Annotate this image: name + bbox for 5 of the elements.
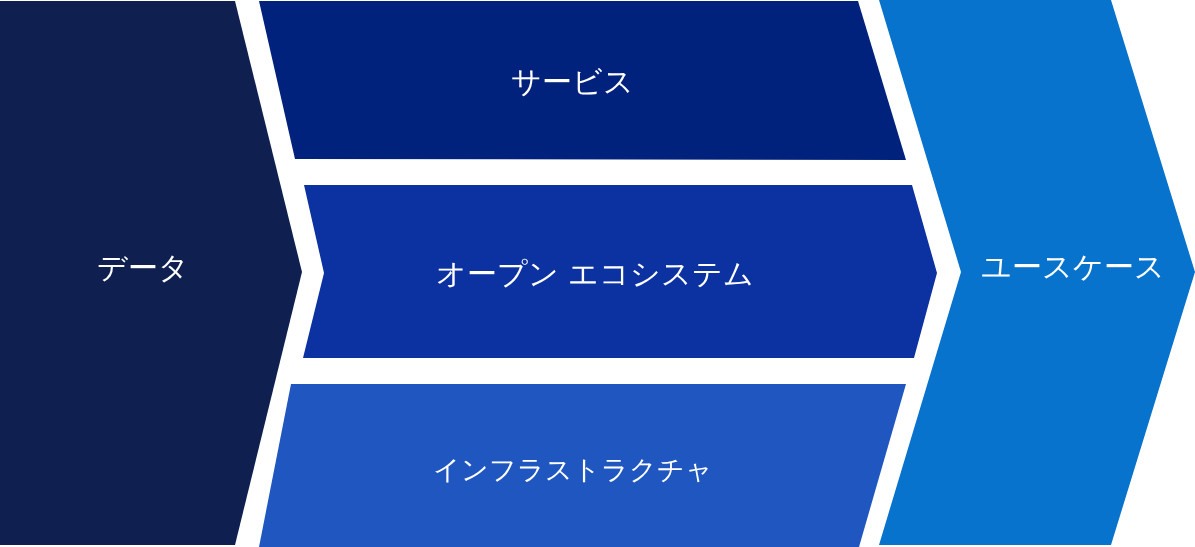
band-label: ユースケース <box>981 249 1165 285</box>
band-label: オープン エコシステム <box>435 256 755 292</box>
band-label: インフラストラクチャ <box>433 453 713 487</box>
band-label: データ <box>97 250 189 286</box>
band-label: サービス <box>510 64 634 100</box>
